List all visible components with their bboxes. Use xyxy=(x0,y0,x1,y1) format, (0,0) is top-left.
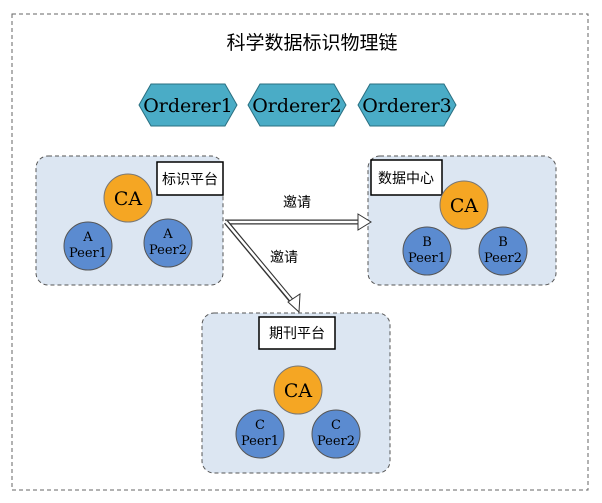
arrow-to-journal: 邀请 xyxy=(224,220,301,314)
peer-node xyxy=(63,221,113,271)
arrow-to-data-center: 邀请 xyxy=(225,195,372,231)
orderer-2-label: Orderer2 xyxy=(252,95,342,117)
org-label-box xyxy=(370,159,443,196)
org-label: 期刊平台 xyxy=(269,326,325,342)
ca-label: CA xyxy=(114,188,143,210)
peer-org-label: B xyxy=(498,235,508,250)
peer-org-label: C xyxy=(255,418,265,433)
peer-node xyxy=(143,218,193,268)
org-label: 数据中心 xyxy=(378,171,434,187)
org-label-box xyxy=(156,161,224,196)
peer-org-label: A xyxy=(162,227,173,242)
ca-node xyxy=(103,173,153,223)
orderer-3: Orderer3 xyxy=(357,83,457,127)
peer-name-label: Peer2 xyxy=(484,251,522,266)
orderer-1-label: Orderer1 xyxy=(143,95,233,117)
peer-name-label: Peer1 xyxy=(241,434,279,449)
orderer-3-label: Orderer3 xyxy=(362,95,452,117)
peer-node xyxy=(311,409,361,459)
ca-label: CA xyxy=(450,195,479,217)
orderer-2: Orderer2 xyxy=(247,83,347,127)
arrow-label-invite: 邀请 xyxy=(270,250,298,266)
peer-node xyxy=(478,226,528,276)
peer-name-label: Peer1 xyxy=(408,251,446,266)
orderer-1: Orderer1 xyxy=(138,83,238,127)
org-data-center: 数据中心 CA B Peer1 B Peer2 xyxy=(367,155,557,286)
peer-org-label: B xyxy=(422,235,432,250)
peer-name-label: Peer2 xyxy=(317,434,355,449)
arrow-label-invite: 邀请 xyxy=(283,195,311,211)
peer-name-label: Peer2 xyxy=(149,243,187,258)
peer-org-label: C xyxy=(331,418,341,433)
org-label-box xyxy=(258,316,336,350)
ca-node xyxy=(273,365,323,415)
peer-name-label: Peer1 xyxy=(69,246,107,261)
org-label: 标识平台 xyxy=(162,172,218,188)
peer-node xyxy=(235,409,285,459)
diagram-title: 科学数据标识物理链 xyxy=(226,32,397,54)
org-identifier-platform: 标识平台 CA A Peer1 A Peer2 xyxy=(35,155,224,286)
peer-org-label: A xyxy=(82,230,93,245)
peer-node xyxy=(402,226,452,276)
org-journal-platform: 期刊平台 CA C Peer1 C Peer2 xyxy=(201,312,391,474)
ca-label: CA xyxy=(284,380,313,402)
ca-node xyxy=(439,180,489,230)
